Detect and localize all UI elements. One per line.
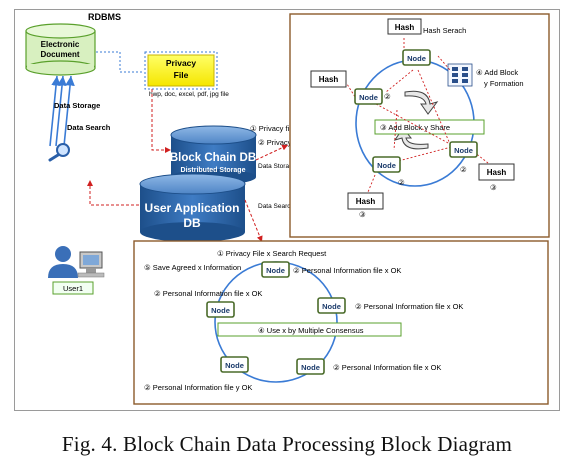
figure-caption: Fig. 4. Block Chain Data Processing Bloc… bbox=[61, 432, 513, 456]
magnifier-icon bbox=[48, 143, 70, 162]
blockchain-db-sub: Distributed Storage bbox=[181, 167, 246, 174]
rdbms-privacy-link bbox=[96, 51, 143, 73]
blockchain-db-label: Block Chain DB bbox=[170, 152, 256, 164]
hash-search-label: Hash Serach bbox=[423, 26, 466, 35]
diagram-frame bbox=[14, 9, 560, 411]
data-search-label-2: Data Search bbox=[258, 203, 295, 210]
svg-text:Hash: Hash bbox=[395, 23, 415, 32]
bottom-node-bl: Node bbox=[220, 356, 249, 373]
top-node-3: Node bbox=[449, 141, 478, 158]
bottom-node-left-label: ② Personal Information file x OK bbox=[154, 289, 262, 298]
svg-text:Node: Node bbox=[225, 361, 244, 370]
blockchain-to-top-panel-arrow bbox=[255, 144, 289, 161]
add-block-label-1: ④ Add Block bbox=[476, 68, 518, 77]
user-db-label-1: User Application bbox=[145, 201, 240, 215]
user-label: User1 bbox=[63, 284, 83, 293]
top-node-2: Node bbox=[354, 88, 383, 105]
user-icon bbox=[48, 246, 105, 278]
privacy-file-label-1: Privacy bbox=[166, 58, 197, 68]
svg-text:Node: Node bbox=[377, 161, 396, 170]
bottom-node-top-label: ② Personal Information file x OK bbox=[293, 266, 401, 275]
svg-text:Hash: Hash bbox=[356, 197, 376, 206]
add-block-share-label: ③ Add Block y Share bbox=[380, 123, 450, 132]
svg-text:Node: Node bbox=[266, 266, 285, 275]
rdbms-cylinder: Electronic Document bbox=[25, 23, 96, 76]
svg-text:Hash: Hash bbox=[319, 75, 339, 84]
hash-box-top: Hash bbox=[387, 18, 422, 35]
search-step5-label: ⑤ Save Agreed x Information bbox=[144, 263, 241, 272]
svg-text:Node: Node bbox=[301, 363, 320, 372]
bottom-node-bl-label: ② Personal Information file y OK bbox=[144, 383, 252, 392]
userdb-to-bottom-panel-arrow bbox=[244, 199, 263, 243]
bottom-node-left: Node bbox=[206, 301, 235, 318]
svg-text:Node: Node bbox=[454, 146, 473, 155]
rotate-arrow-icon bbox=[404, 90, 439, 115]
privacy-to-blockchain-arrow bbox=[151, 89, 171, 153]
hash-bottom-num: ③ bbox=[359, 210, 366, 219]
svg-text:Node: Node bbox=[407, 54, 426, 63]
privacy-file-types: hwp, doc, excel, pdf, jpg file bbox=[149, 91, 229, 98]
top-ring-arrows bbox=[346, 38, 489, 193]
hash-box-left: Hash bbox=[310, 70, 347, 88]
consensus-label: ④ Use x by Multiple Consensus bbox=[258, 326, 364, 335]
top-node-4: Node bbox=[372, 156, 401, 173]
rdbms-doc-label-2: Document bbox=[40, 50, 79, 59]
privacy-file-box: Privacy File bbox=[144, 51, 218, 90]
bottom-node-br-label: ② Personal Information file x OK bbox=[333, 363, 441, 372]
top-node-4-num: ② bbox=[398, 178, 405, 187]
user-db-label-2: DB bbox=[183, 216, 201, 230]
user-label-box bbox=[52, 281, 94, 295]
user-application-db-cylinder: User Application DB bbox=[139, 173, 246, 242]
top-node-3-num: ② bbox=[460, 165, 467, 174]
consensus-box bbox=[217, 322, 402, 337]
storage-search-arrows bbox=[49, 75, 75, 147]
svg-text:Node: Node bbox=[211, 306, 230, 315]
bottom-node-br: Node bbox=[296, 358, 325, 375]
hash-box-right: Hash bbox=[478, 163, 515, 181]
bottom-node-right: Node bbox=[317, 297, 346, 314]
bottom-node-top: Node bbox=[261, 261, 290, 278]
hash-box-bottom: Hash bbox=[347, 192, 384, 210]
userdb-to-search-arrow bbox=[87, 180, 139, 206]
svg-text:Node: Node bbox=[359, 93, 378, 102]
add-block-share-box bbox=[374, 119, 485, 135]
data-storage-label-2: Data Storage bbox=[258, 163, 297, 170]
svg-text:Node: Node bbox=[322, 302, 341, 311]
data-storage-label: Data Storage bbox=[54, 101, 100, 110]
hash-right-num: ③ bbox=[490, 183, 497, 192]
search-step1-label: ① Privacy File x Search Request bbox=[217, 249, 327, 258]
svg-text:Hash: Hash bbox=[487, 168, 507, 177]
add-block-label-2: y Formation bbox=[484, 79, 524, 88]
privacy-file-label-2: File bbox=[174, 70, 189, 80]
rdbms-doc-label-1: Electronic bbox=[41, 40, 80, 49]
data-search-label: Data Search bbox=[67, 123, 111, 132]
top-node-2-num: ② bbox=[384, 92, 391, 101]
top-node-1: Node bbox=[402, 49, 431, 66]
rdbms-title: RDBMS bbox=[88, 12, 121, 22]
bottom-node-right-label: ② Personal Information file x OK bbox=[355, 302, 463, 311]
block-formation-icon bbox=[447, 63, 473, 87]
